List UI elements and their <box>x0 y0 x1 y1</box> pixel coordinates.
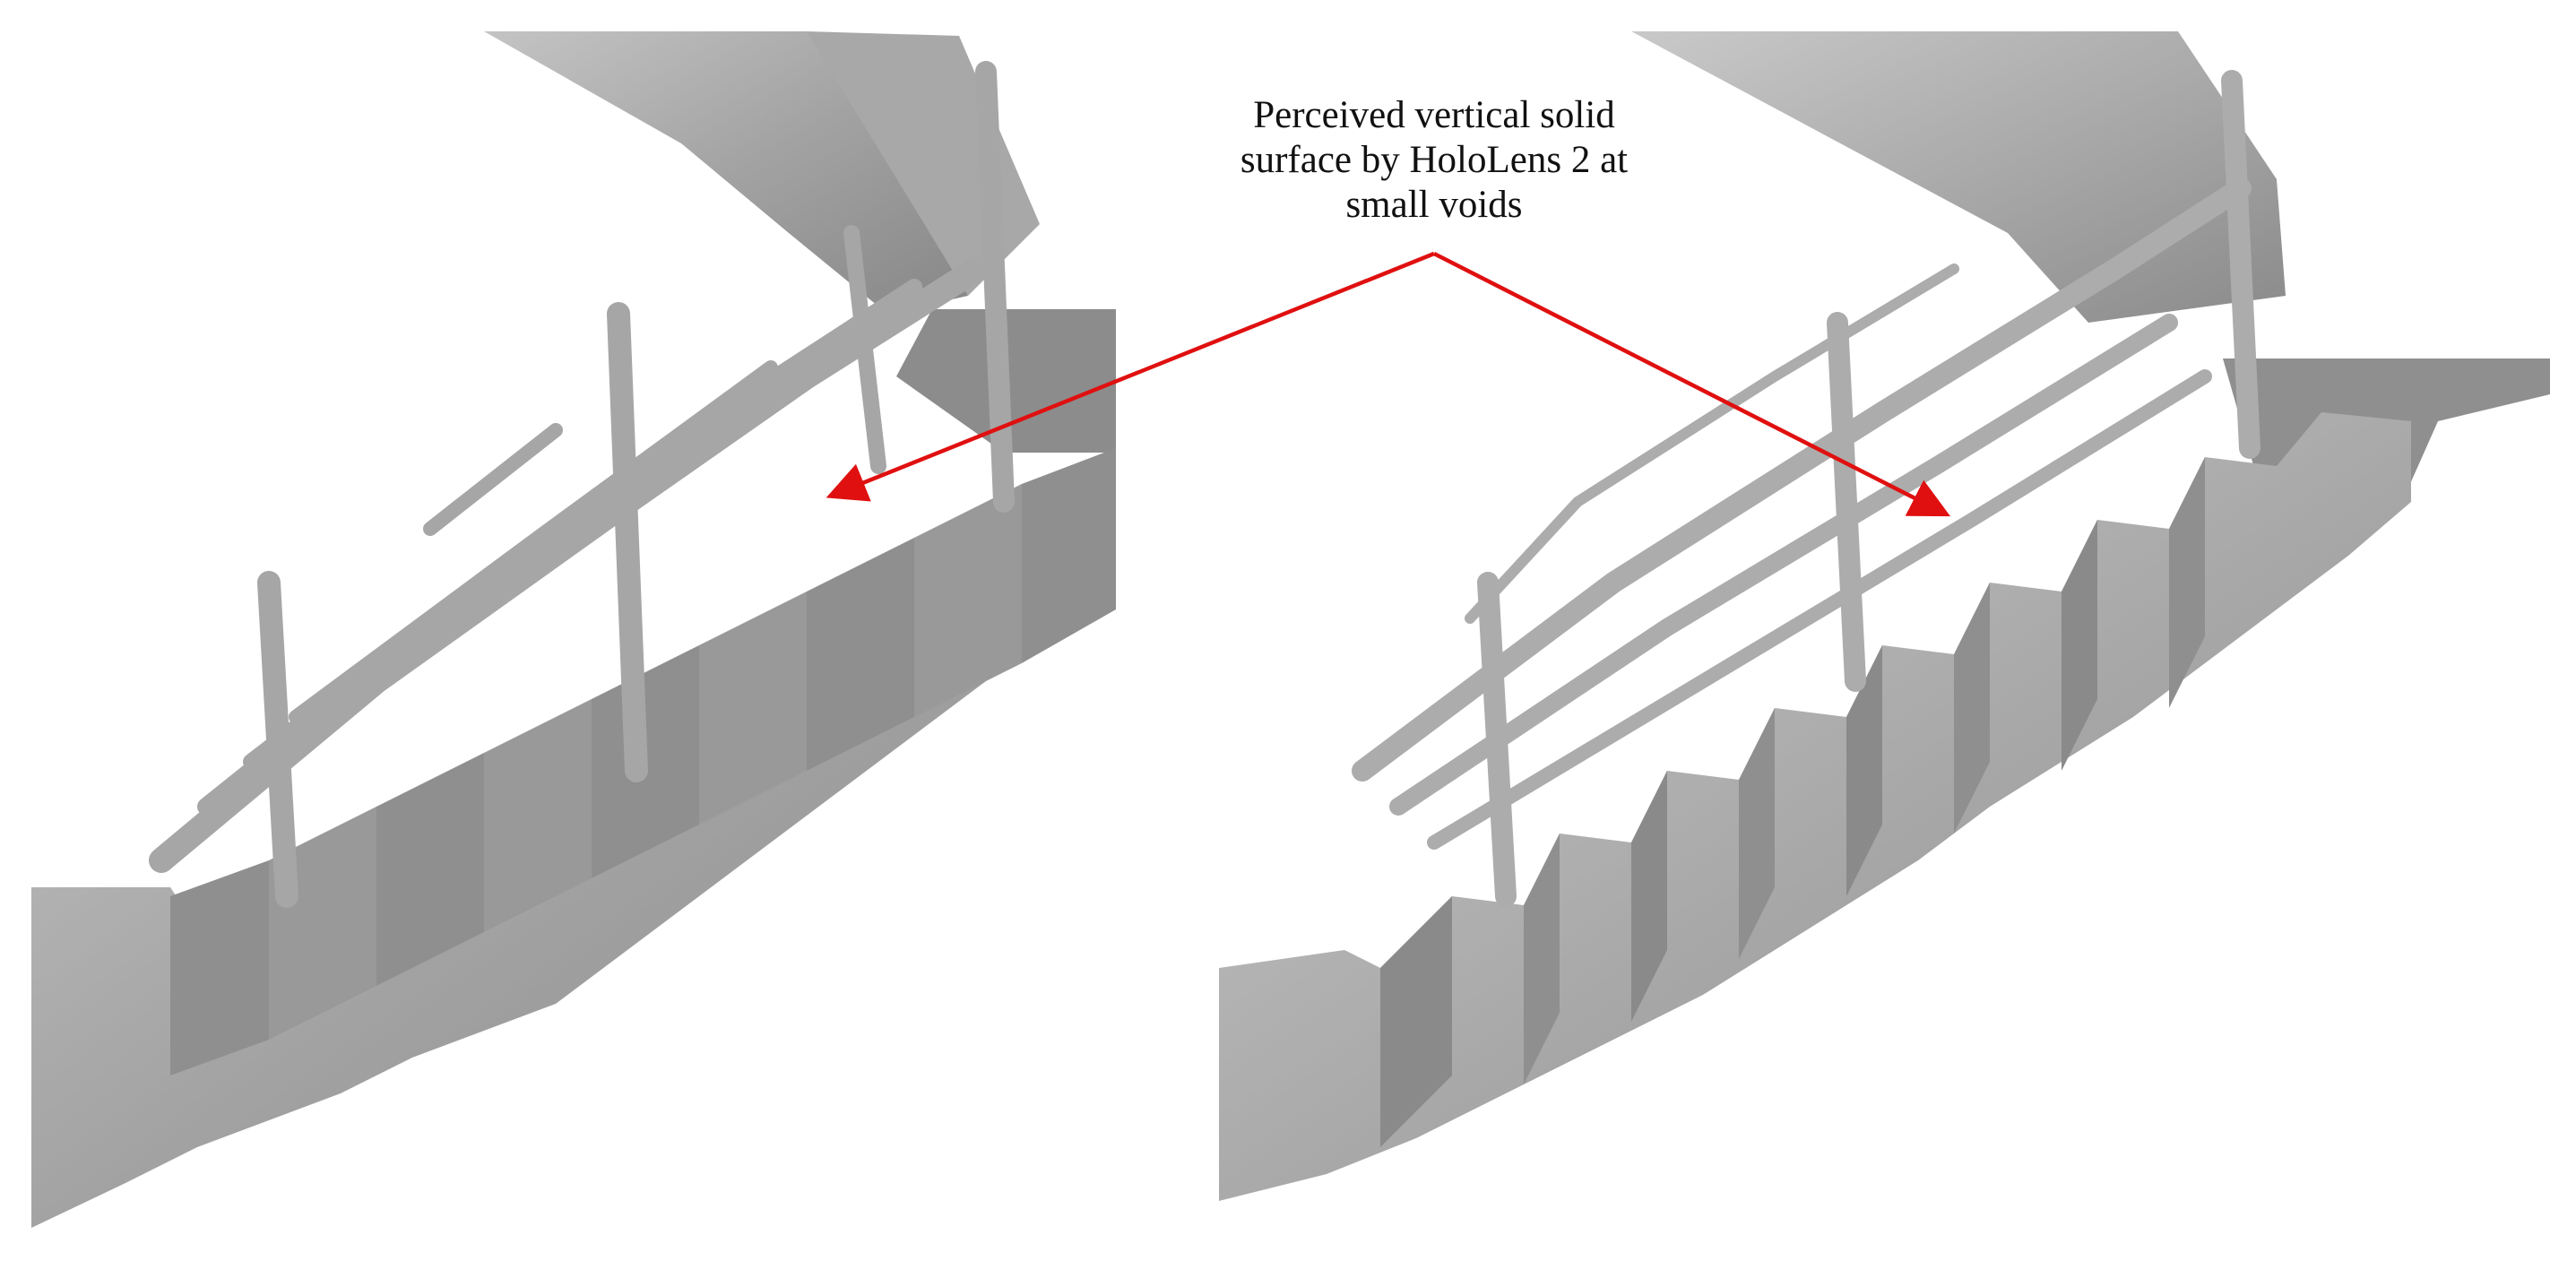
left-staircase-mesh-image <box>31 31 1116 1228</box>
annotation-line-2: surface by HoloLens 2 at <box>1240 139 1629 181</box>
right-staircase-mesh-image <box>1219 31 2550 1201</box>
annotation-label: Perceived vertical solid surface by Holo… <box>1156 93 1712 228</box>
annotation-arrows <box>826 251 1951 517</box>
annotation-line-1: Perceived vertical solid <box>1253 94 1615 136</box>
arrow-to-right-mesh <box>1432 251 1951 517</box>
arrow-to-left-mesh <box>826 251 1435 502</box>
annotation-line-3: small voids <box>1345 184 1523 226</box>
